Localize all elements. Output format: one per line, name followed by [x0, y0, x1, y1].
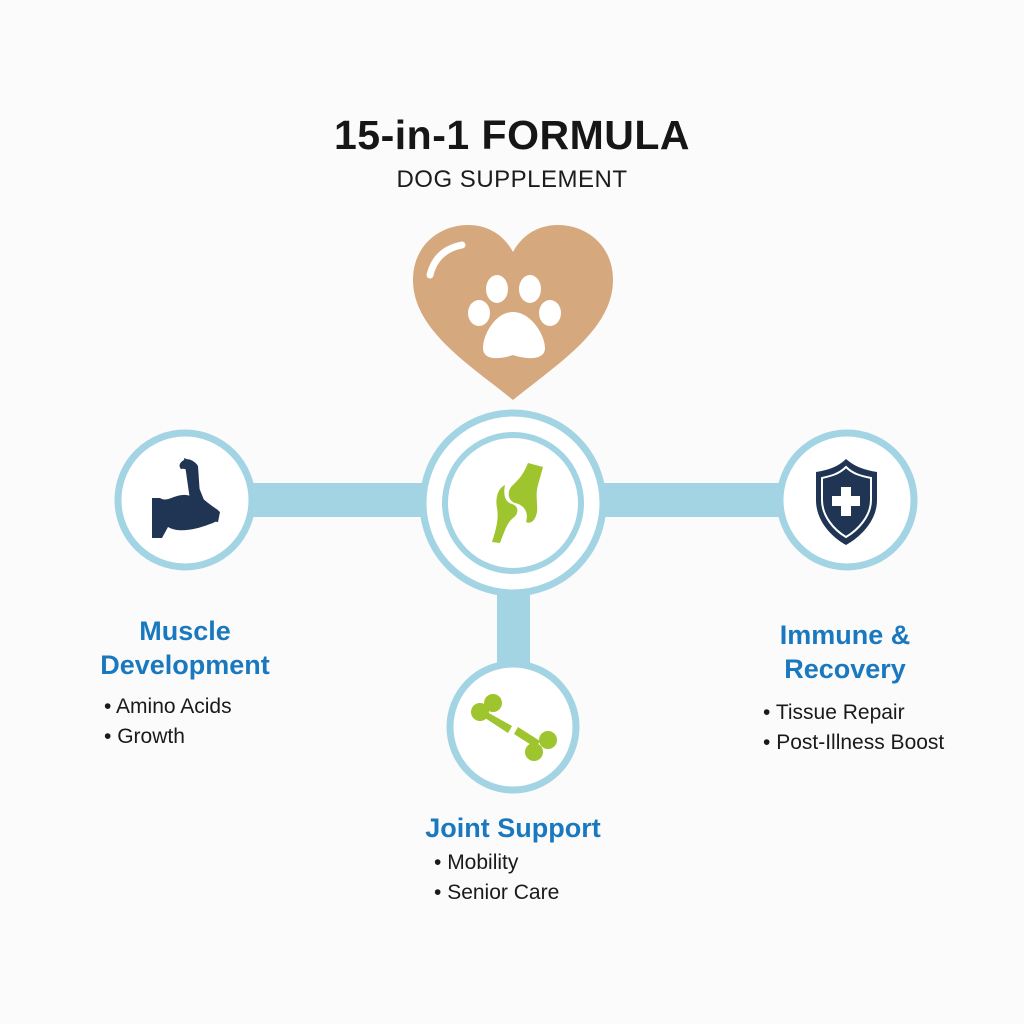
list-item: Senior Care: [434, 878, 559, 908]
immune-title-line2: Recovery: [784, 654, 906, 684]
shield-cross-icon: [816, 459, 877, 545]
heart-paw-icon: [413, 225, 613, 400]
list-item: Mobility: [434, 848, 559, 878]
joint-icon: [492, 463, 543, 543]
list-item: Amino Acids: [104, 692, 232, 722]
muscle-title-line2: Development: [100, 650, 270, 680]
connector-vertical: [497, 585, 530, 670]
immune-title-line1: Immune &: [779, 620, 911, 650]
page-title: 15-in-1 FORMULA: [334, 112, 690, 158]
muscle-title-line1: Muscle: [139, 616, 231, 646]
list-item: Tissue Repair: [763, 698, 944, 728]
joint-ring: [446, 660, 580, 794]
page-subtitle: DOG SUPPLEMENT: [396, 166, 628, 193]
flexed-arm-icon: [152, 458, 220, 538]
bone-icon: [471, 694, 557, 761]
immune-heading: Immune & Recovery: [695, 618, 995, 686]
muscle-bullets: Amino Acids Growth: [104, 692, 232, 752]
joint-heading: Joint Support: [425, 813, 601, 843]
list-item: Post-Illness Boost: [763, 728, 944, 758]
muscle-heading: Muscle Development: [35, 614, 335, 682]
hub-inner-ring: [442, 432, 584, 574]
list-item: Growth: [104, 722, 232, 752]
immune-bullets: Tissue Repair Post-Illness Boost: [763, 698, 944, 758]
joint-bullets: Mobility Senior Care: [434, 848, 559, 908]
